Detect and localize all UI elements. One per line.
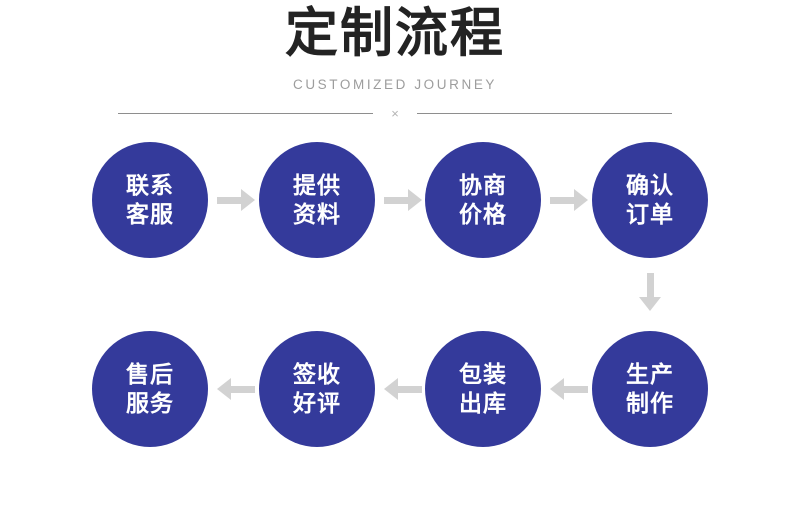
flow-node-production[interactable]: 生产 制作 [592, 331, 708, 447]
flow-node-label-line2: 出库 [459, 390, 507, 416]
divider-line-left [118, 113, 373, 114]
divider-cross-icon: × [391, 106, 399, 121]
arrow-head [550, 378, 564, 400]
flow-node-label-line2: 好评 [293, 390, 341, 416]
flow-node-label-line1: 提供 [293, 172, 341, 198]
arrow-right-icon [384, 189, 422, 211]
page-subtitle: CUSTOMIZED JOURNEY [292, 77, 498, 92]
arrow-head [241, 189, 255, 211]
flow-node-sign-and-review[interactable]: 签收 好评 [259, 331, 375, 447]
arrow-shaft [396, 386, 422, 393]
flow-node-label-line2: 资料 [293, 201, 341, 227]
flow-node-label-line1: 生产 [626, 361, 674, 387]
flow-node-provide-materials[interactable]: 提供 资料 [259, 142, 375, 258]
flow-node-label-line1: 售后 [126, 361, 174, 387]
arrow-right-icon [550, 189, 588, 211]
arrow-head [217, 378, 231, 400]
flow-node-label-line2: 订单 [626, 201, 674, 227]
header-section: 定制流程 CUSTOMIZED JOURNEY × [0, 0, 790, 125]
flow-node-packaging-shipment[interactable]: 包装 出库 [425, 331, 541, 447]
arrow-shaft [550, 197, 576, 204]
page-title: 定制流程 [285, 4, 505, 63]
flow-node-label-line1: 签收 [293, 361, 341, 387]
flow-node-label-line2: 服务 [126, 390, 174, 416]
arrow-left-icon [217, 378, 255, 400]
arrow-shaft [229, 386, 255, 393]
flow-node-label-line2: 价格 [459, 201, 507, 227]
arrow-head [639, 297, 661, 311]
flow-node-negotiate-price[interactable]: 协商 价格 [425, 142, 541, 258]
arrow-head [408, 189, 422, 211]
flow-diagram: 联系 客服 提供 资料 协商 价格 确认 订单 [0, 125, 790, 509]
arrow-head [574, 189, 588, 211]
arrow-left-icon [384, 378, 422, 400]
divider: × [118, 107, 672, 120]
flow-node-after-sales-service[interactable]: 售后 服务 [92, 331, 208, 447]
flow-node-label-line1: 协商 [459, 172, 507, 198]
flow-node-contact-service[interactable]: 联系 客服 [92, 142, 208, 258]
arrow-left-icon [550, 378, 588, 400]
flow-node-label-line1: 联系 [126, 172, 174, 198]
flow-node-label-line1: 包装 [459, 361, 507, 387]
flow-node-label-line2: 制作 [626, 390, 674, 416]
arrow-shaft [384, 197, 410, 204]
arrow-right-icon [217, 189, 255, 211]
flow-node-label-line1: 确认 [626, 172, 674, 198]
arrow-shaft [217, 197, 243, 204]
arrow-shaft [562, 386, 588, 393]
divider-line-right [417, 113, 672, 114]
arrow-head [384, 378, 398, 400]
arrow-shaft [647, 273, 654, 299]
flow-node-label-line2: 客服 [126, 201, 174, 227]
arrow-down-icon [639, 273, 661, 311]
flow-node-confirm-order[interactable]: 确认 订单 [592, 142, 708, 258]
